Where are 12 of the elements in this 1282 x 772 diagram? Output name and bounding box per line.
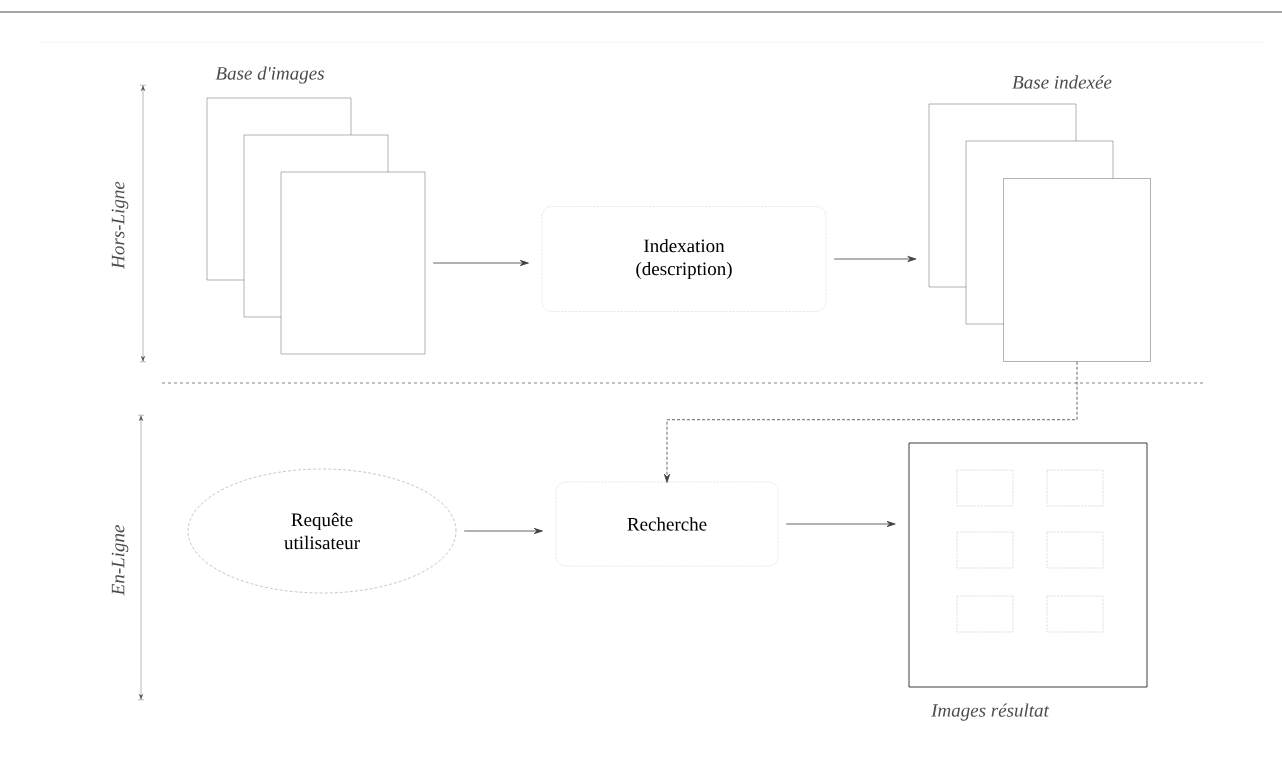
phase-label: En-Ligne: [111, 525, 129, 596]
phase-label: Hors-Ligne: [111, 181, 129, 269]
arrow: [833, 255, 917, 263]
arrow: [463, 527, 543, 535]
process-box: Indexation (description): [541, 206, 827, 312]
arrow: [432, 259, 529, 267]
arrow: [785, 520, 896, 528]
node-label: Images résultat: [931, 703, 1050, 721]
process-box: Recherche: [555, 481, 779, 567]
node-label: Base d'images: [215, 66, 324, 84]
node-label: Base indexée: [1012, 75, 1112, 89]
arrow: [664, 361, 1078, 483]
